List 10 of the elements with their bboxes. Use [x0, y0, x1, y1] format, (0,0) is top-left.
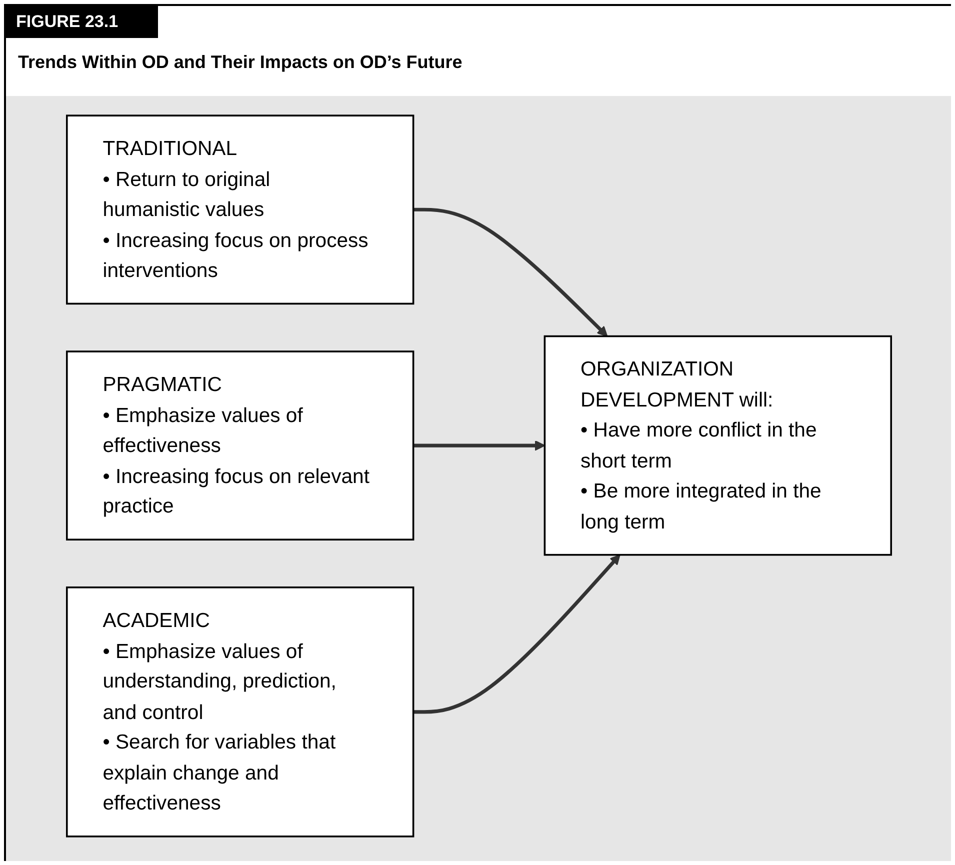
figure-title: Trends Within OD and Their Impacts on OD’s Future: [18, 52, 464, 73]
arrow: [412, 208, 608, 337]
arrow: [412, 440, 545, 451]
node-box: [66, 586, 414, 838]
node-box: [543, 335, 892, 556]
node-box: [66, 350, 414, 540]
diagram-panel: TRADITIONAL • Return to original humanistic values • Increasing focus on process interventions PRAGMATIC • Emphasize values of effectiveness • Increasing focus on relevant practice ACADEMIC • Emphasize values of understanding, prediction, and control • Search for variables that explain change and effectiveness ORGANIZATION DEVELOPMENT will: • Have more conflict in the short term • Be more integrated in the long term: [6, 96, 951, 861]
figure-number: FIGURE 23.1: [6, 6, 158, 38]
node-box: [66, 114, 414, 305]
arrow: [412, 554, 620, 714]
